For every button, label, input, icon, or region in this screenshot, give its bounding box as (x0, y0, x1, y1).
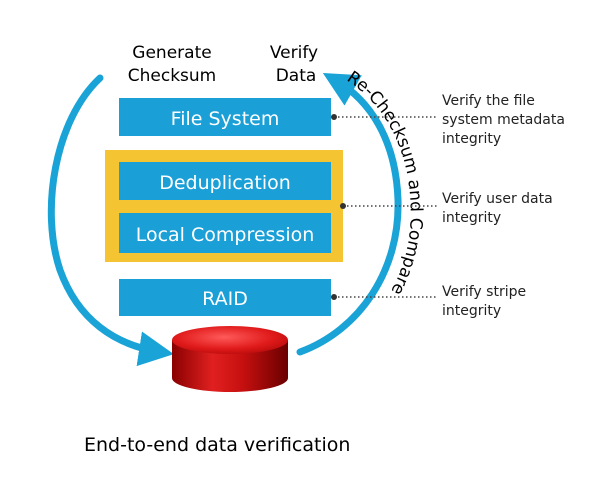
metadata-note-line1: Verify the file (442, 93, 535, 109)
stripe-note-line2: integrity (442, 303, 501, 319)
raid-box (119, 279, 331, 316)
metadata-connector-dot (331, 114, 337, 120)
generate-checksum-label: Generate (132, 43, 211, 63)
stripe-connector-dot (331, 294, 337, 300)
metadata-note-line3: integrity (442, 131, 501, 147)
verify-data-label-line2: Data (276, 66, 317, 86)
generate-checksum-label-line2: Checksum (128, 66, 217, 86)
disk-cylinder-icon (172, 326, 288, 392)
stripe-note-line1: Verify stripe (442, 284, 526, 300)
file-system-label: File System (171, 108, 280, 130)
re-checksum-arrow (296, 73, 402, 356)
local-compression-label: Local Compression (136, 224, 315, 246)
generate-arrow (47, 74, 174, 367)
user-data-connector-dot (340, 203, 346, 209)
local-compression-box (119, 213, 331, 253)
file-system-box (119, 98, 331, 136)
deduplication-label: Deduplication (159, 172, 291, 194)
metadata-note-line2: system metadata (442, 112, 565, 128)
user-data-note-line2: integrity (442, 210, 501, 226)
raid-label: RAID (202, 288, 248, 310)
diagram-caption: End-to-end data verification (84, 434, 350, 456)
deduplication-box (119, 162, 331, 200)
verify-data-label: Verify (270, 43, 318, 63)
user-data-note-line1: Verify user data (442, 191, 553, 207)
